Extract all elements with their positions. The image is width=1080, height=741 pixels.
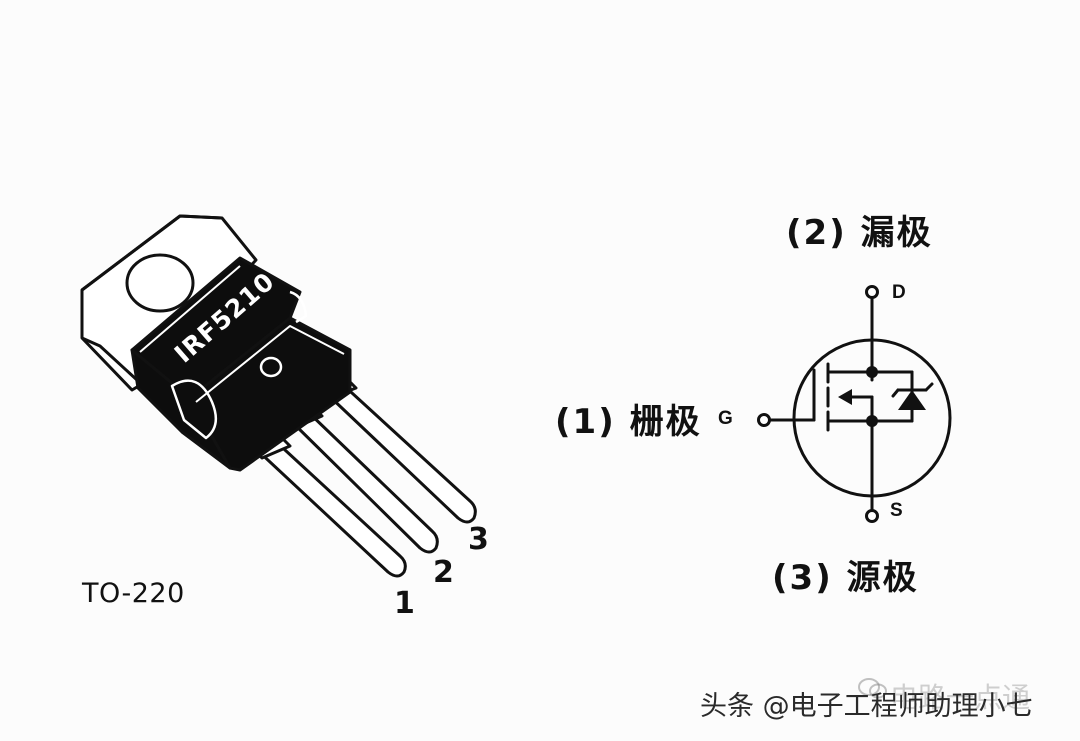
mounting-hole [125,253,195,313]
mosfet-symbol [757,285,952,523]
wechat-icon [858,678,887,699]
lead-3 [323,380,477,524]
body-arrow [838,389,852,405]
diode-triangle [898,390,926,410]
source-terminal-dot [865,509,879,523]
pin-number-1: 1 [394,586,415,621]
pin-number-3: 3 [468,522,489,557]
to220-package [80,214,477,578]
drain-junction-dot [866,366,878,378]
mosfet-symbol-fills [838,366,926,427]
gate-terminal-letter: G [718,408,733,429]
gate-label: (1) 栅极 [555,402,702,442]
package-name: TO-220 [82,578,185,609]
lead-1 [253,436,407,578]
lead-2 [288,408,439,554]
gate-terminal-dot [757,413,771,427]
drain-label: (2) 漏极 [786,213,933,253]
source-watermark: 头条 @电子工程师助理小七 [700,691,1033,722]
drain-terminal-dot [865,285,879,299]
drain-terminal-letter: D [892,282,906,303]
source-junction-dot [866,415,878,427]
pin-number-2: 2 [433,555,454,590]
source-label: (3) 源极 [772,558,919,598]
source-terminal-letter: S [890,500,903,521]
faint-watermark: 电路一点通 [890,681,1031,714]
